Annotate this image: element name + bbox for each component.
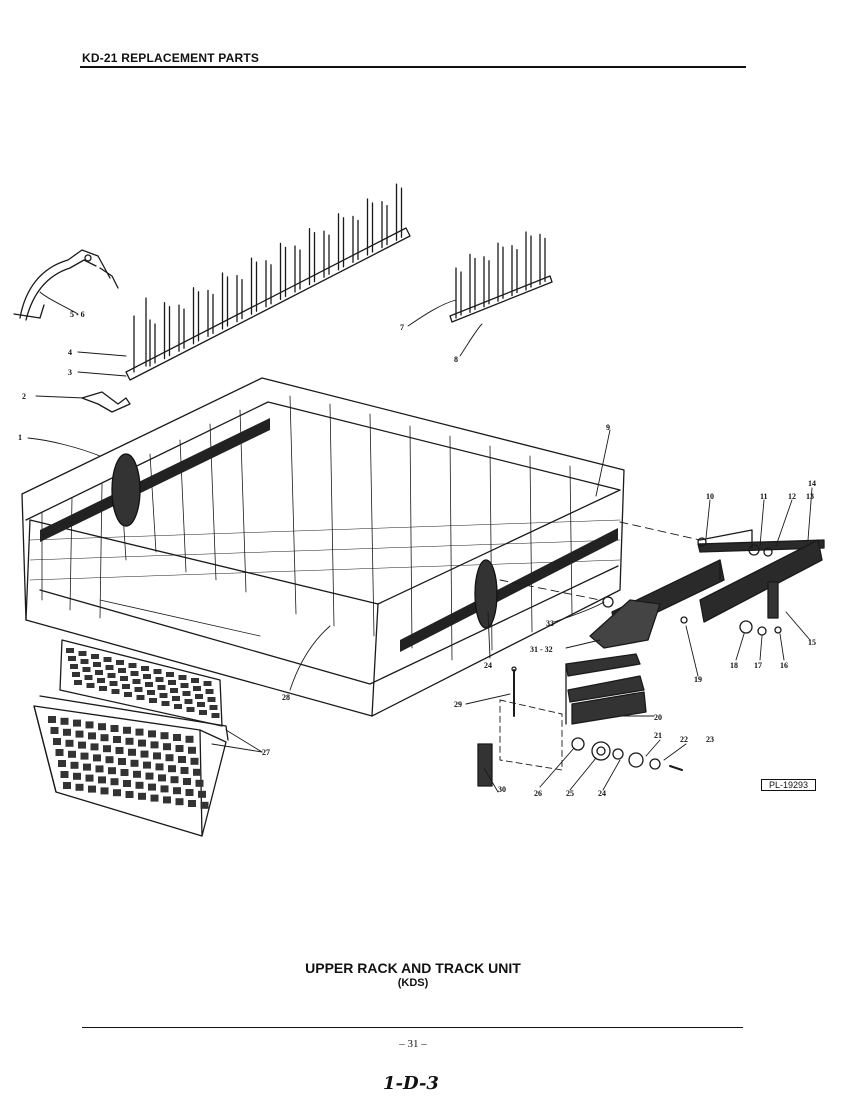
callout-15: 15 bbox=[808, 638, 816, 647]
callout-2: 2 bbox=[22, 392, 26, 401]
callout-29: 29 bbox=[454, 700, 462, 709]
short-tine-shelf-part bbox=[449, 231, 553, 323]
callout-25: 25 bbox=[566, 789, 574, 798]
callout-11: 11 bbox=[760, 492, 768, 501]
clip-part bbox=[81, 391, 131, 413]
alignment-lines bbox=[499, 521, 701, 601]
caption-subtitle: (KDS) bbox=[397, 977, 429, 989]
callout-31-32: 31 - 32 bbox=[530, 645, 553, 654]
callout-17: 17 bbox=[754, 661, 762, 670]
track-rail-assembly bbox=[589, 529, 825, 649]
callout-20: 20 bbox=[654, 713, 662, 722]
callout-21: 21 bbox=[654, 731, 662, 740]
callout-18: 18 bbox=[730, 661, 738, 670]
callout-14: 14 bbox=[808, 479, 816, 488]
header-rule bbox=[80, 66, 746, 68]
callout-10: 10 bbox=[706, 492, 714, 501]
callout-labels: 1 2 3 4 5 - 6 7 8 9 10 11 12 13 14 15 16… bbox=[18, 310, 816, 798]
roller-wheel-assembly bbox=[477, 653, 683, 787]
callout-26: 26 bbox=[534, 789, 542, 798]
caption-title: UPPER RACK AND TRACK UNIT bbox=[305, 960, 521, 976]
callout-24-upper: 24 bbox=[484, 661, 492, 670]
callout-13: 13 bbox=[806, 492, 814, 501]
upper-rack-basket bbox=[21, 377, 625, 717]
callout-22: 22 bbox=[680, 735, 688, 744]
callout-7: 7 bbox=[400, 323, 404, 332]
callout-19: 19 bbox=[694, 675, 702, 684]
callout-3: 3 bbox=[68, 368, 72, 377]
header-title: KD-21 REPLACEMENT PARTS bbox=[82, 51, 260, 65]
callout-4: 4 bbox=[68, 348, 72, 357]
callout-24-lower: 24 bbox=[598, 789, 606, 798]
handwritten-note: 1-D-3 bbox=[383, 1073, 439, 1094]
callout-16: 16 bbox=[780, 661, 788, 670]
callout-5-6: 5 - 6 bbox=[70, 310, 85, 319]
silverware-basket bbox=[33, 639, 229, 837]
callout-1: 1 bbox=[18, 433, 22, 442]
hinge-arm-part bbox=[13, 249, 119, 321]
callout-8: 8 bbox=[454, 355, 458, 364]
callout-27: 27 bbox=[262, 748, 270, 757]
callout-9: 9 bbox=[606, 423, 610, 432]
callout-leaders bbox=[27, 291, 813, 793]
callout-28: 28 bbox=[282, 693, 290, 702]
page-number: – 31 – bbox=[399, 1038, 427, 1050]
callout-30: 30 bbox=[498, 785, 506, 794]
callout-12: 12 bbox=[788, 492, 796, 501]
reference-code: PL-19293 bbox=[761, 779, 816, 791]
callout-33: 33 bbox=[546, 619, 554, 628]
long-tine-shelf-part bbox=[125, 183, 411, 381]
callout-23: 23 bbox=[706, 735, 714, 744]
footer-rule bbox=[82, 1027, 743, 1028]
